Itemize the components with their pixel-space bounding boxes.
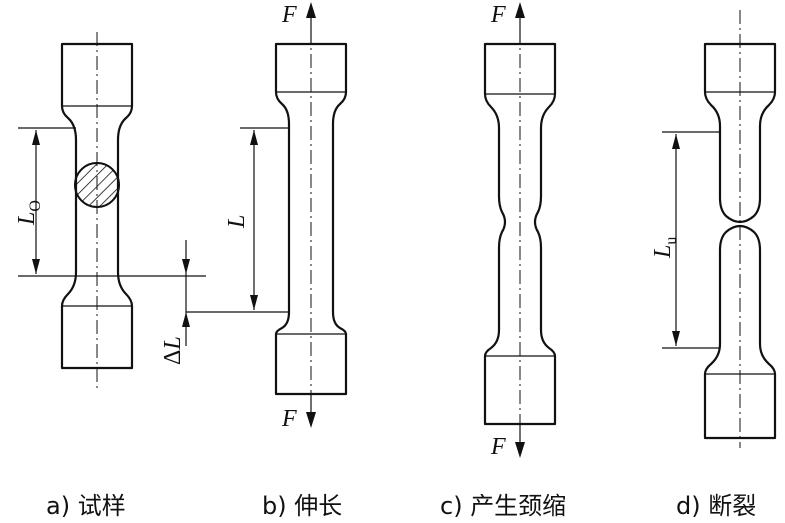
specimen-a-outline (60, 42, 134, 370)
caption-a: a) 试样 (46, 492, 126, 520)
specimen-c: F F (483, 2, 557, 460)
specimen-a: LO ΔL (14, 32, 206, 388)
label-lu: Lu (650, 237, 680, 259)
cross-section-circle (74, 162, 120, 208)
force-arrow-down-c (515, 442, 525, 458)
specimen-d-upper-outline (703, 42, 777, 224)
force-arrow-up-c (515, 2, 525, 18)
caption-b: b) 伸长 (262, 492, 342, 520)
label-force-top-c: F (490, 2, 506, 28)
force-arrow-up-b (306, 2, 316, 18)
label-delta-l: ΔL (160, 336, 186, 365)
specimen-d-lower-outline (703, 224, 777, 440)
force-arrow-down-b (306, 412, 316, 428)
label-l: L (224, 215, 250, 229)
caption-c: c) 产生颈缩 (440, 492, 566, 520)
caption-d: d) 断裂 (676, 492, 756, 520)
label-force-bottom-c: F (490, 434, 506, 460)
specimen-b-outline (274, 42, 348, 396)
label-force-top-b: F (281, 2, 297, 28)
specimen-b: F F L (186, 2, 348, 432)
specimen-d: Lu (650, 10, 777, 448)
label-lo: LO (14, 200, 44, 226)
specimen-c-outline (483, 42, 557, 426)
label-force-bottom-b: F (281, 406, 297, 432)
